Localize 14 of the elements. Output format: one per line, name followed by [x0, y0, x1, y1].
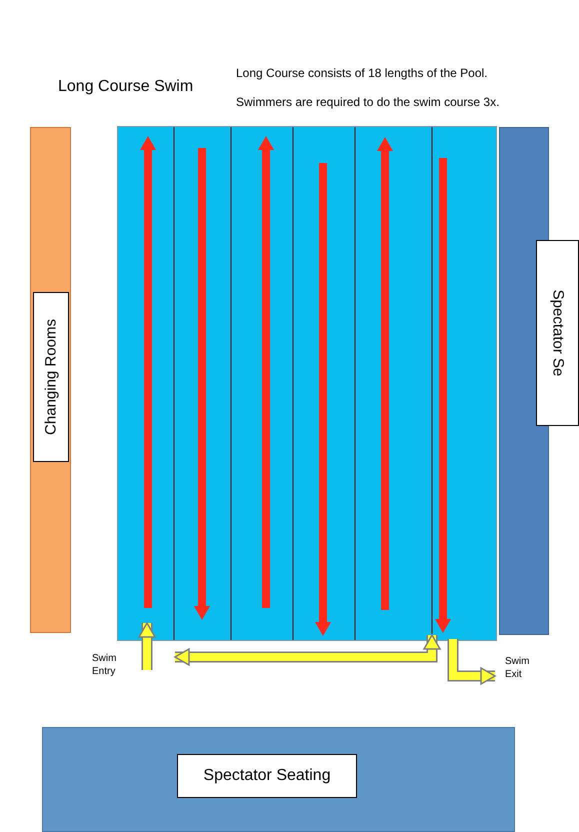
area-label: Swim Exit [505, 655, 530, 681]
note-text: Long Course consists of 18 lengths of the Pool. [236, 66, 488, 80]
title: Long Course Swim [58, 78, 194, 96]
spectator-area-band [499, 127, 549, 635]
label-text: Spectator Se [549, 290, 566, 376]
label-box [33, 292, 69, 462]
label-text: Changing Rooms [42, 319, 60, 435]
label-text: Spectator Seating [203, 767, 331, 785]
note-text: Swimmers are required to do the swim course 3x. [236, 95, 500, 109]
area-label: Swim Entry [92, 652, 118, 678]
changing-area-band [30, 127, 71, 633]
label-box [177, 754, 357, 798]
spectator-seating-band [42, 727, 515, 832]
label-box [536, 240, 579, 426]
